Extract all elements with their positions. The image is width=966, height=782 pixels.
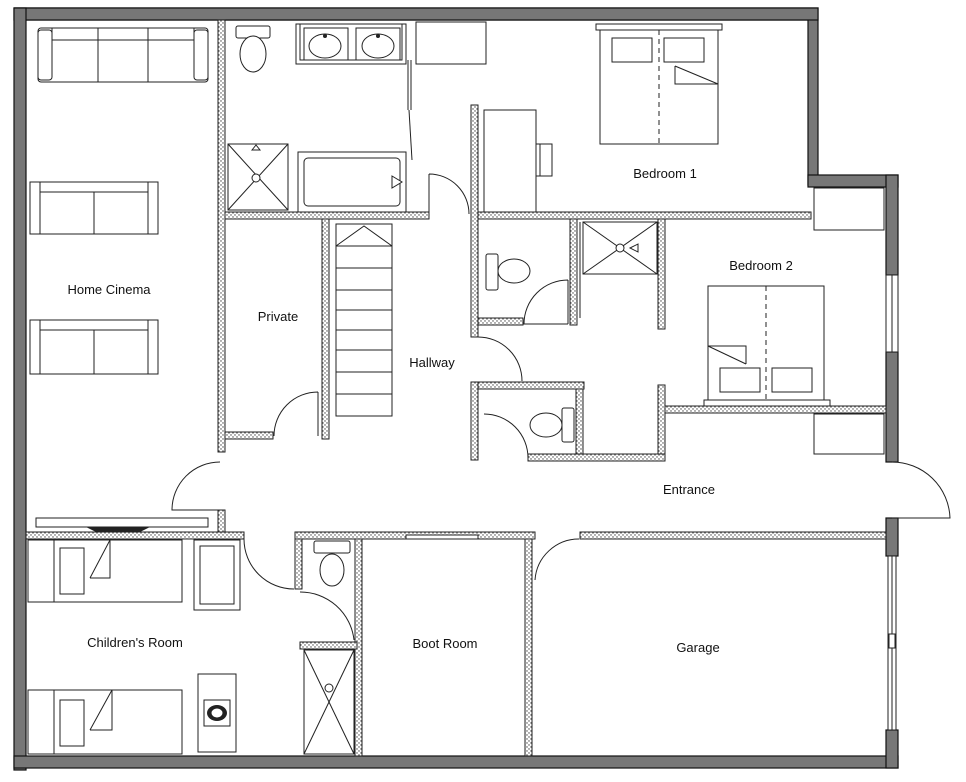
label-bedroom-1: Bedroom 1: [633, 166, 697, 181]
window-right: [885, 274, 899, 353]
tv-icon: [35, 517, 209, 532]
wardrobe-childrens: [193, 539, 241, 611]
shower-tray-icon: [227, 143, 289, 211]
doors: [171, 173, 951, 641]
wc-small: [529, 407, 575, 443]
exterior-walls: [13, 7, 899, 771]
label-childrens-room: Children's Room: [87, 635, 183, 650]
childrens-room-furniture: [27, 539, 241, 755]
home-cinema-furniture: [29, 27, 209, 532]
label-hallway: Hallway: [409, 355, 455, 370]
basin-icon: [197, 673, 237, 753]
toilet-icon: [485, 253, 531, 291]
shower-tray-icon: [303, 649, 355, 755]
sofa-top: [37, 27, 209, 83]
vanity-icon: [295, 23, 407, 65]
sofa-lower: [29, 319, 159, 375]
toilet-icon: [313, 540, 351, 587]
bed-double-2: [703, 285, 831, 407]
label-boot-room: Boot Room: [412, 636, 477, 651]
label-bedroom-2: Bedroom 2: [729, 258, 793, 273]
staircase: [335, 223, 393, 417]
label-entrance: Entrance: [663, 482, 715, 497]
bed-single-bottom: [27, 689, 183, 755]
bedroom-2-furniture: [703, 285, 885, 455]
wardrobe-top: [415, 21, 487, 65]
ensuite-1: [485, 221, 658, 318]
bedroom-2-wardrobe-top: [813, 187, 885, 231]
label-garage: Garage: [676, 640, 719, 655]
desk: [483, 109, 553, 213]
garage-door: [887, 555, 897, 731]
bedroom-1-furniture: [483, 23, 723, 213]
sofa-middle: [29, 181, 159, 235]
bathtub-icon: [297, 151, 407, 213]
room-labels: Home Cinema Private Hallway Bedroom 1 Be…: [67, 166, 792, 655]
bedroom-2-wardrobe: [813, 413, 885, 455]
toilet-icon: [235, 25, 271, 73]
shower-tray-icon: [582, 221, 658, 275]
label-private: Private: [258, 309, 298, 324]
bed-double-1: [595, 23, 723, 145]
shower-room: [303, 540, 355, 755]
label-home-cinema: Home Cinema: [67, 282, 151, 297]
main-bathroom: [227, 23, 413, 213]
bed-single-top: [27, 539, 183, 603]
toilet-icon: [529, 407, 575, 443]
